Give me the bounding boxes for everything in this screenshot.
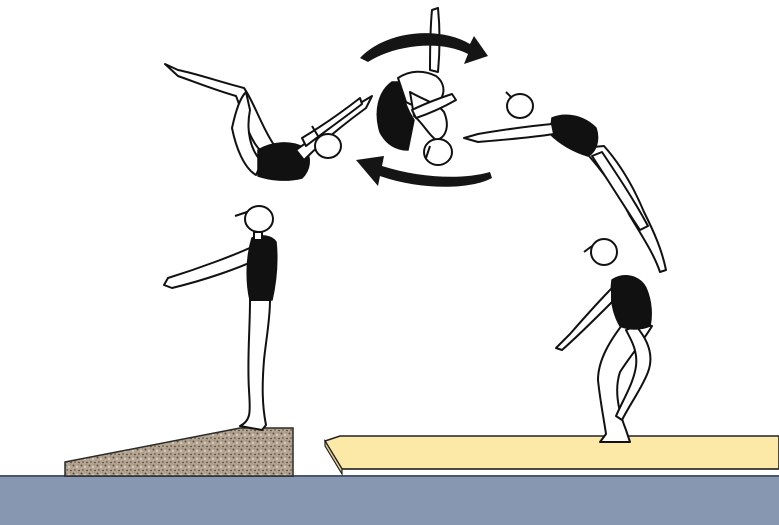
figure-tucked-somersault bbox=[377, 8, 456, 165]
figure-landing-squat bbox=[556, 239, 652, 442]
figure-diving-forward bbox=[165, 64, 372, 180]
floor bbox=[0, 476, 779, 525]
rotation-arrow-bottom-icon bbox=[356, 156, 492, 187]
springboard bbox=[65, 428, 293, 476]
figure-standing-on-springboard bbox=[164, 206, 277, 430]
rotation-arrow-top-icon bbox=[360, 33, 488, 64]
figure-opening-out bbox=[464, 92, 666, 272]
landing-mat bbox=[325, 436, 779, 474]
